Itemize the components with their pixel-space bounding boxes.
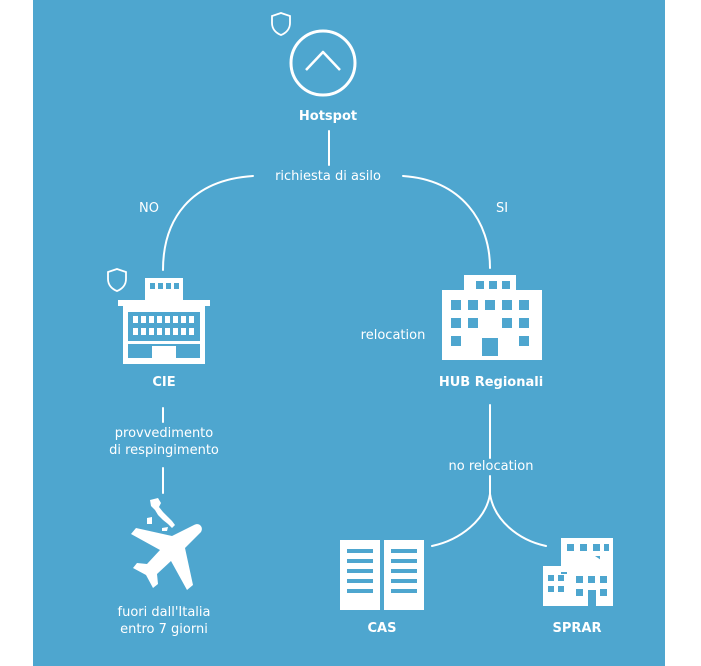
rejection-label-line2: di respingimento <box>109 443 219 458</box>
italy-map-icon <box>147 498 175 531</box>
cas-label: CAS <box>367 621 397 636</box>
connector-no-branch <box>162 175 254 271</box>
cie-label: CIE <box>152 375 176 390</box>
exit-label-line1: fuori dall'Italia <box>117 605 211 620</box>
building-icon <box>118 278 210 364</box>
no-branch-label: NO <box>139 201 159 216</box>
office-tower-icon <box>442 275 542 360</box>
connector-to-cas <box>431 493 491 547</box>
no-relocation-label: no relocation <box>448 459 534 474</box>
hotspot-label: Hotspot <box>298 109 358 124</box>
chevron-up-icon <box>305 50 341 71</box>
si-branch-label: SI <box>495 201 509 216</box>
connector-si-branch <box>402 175 491 269</box>
exit-label-line2: entro 7 giorni <box>120 622 208 637</box>
relocation-label: relocation <box>360 328 426 343</box>
shield-icon <box>107 268 127 292</box>
hub-label: HUB Regionali <box>438 375 544 390</box>
hotspot-circle <box>289 29 357 97</box>
airplane-icon <box>131 524 202 590</box>
shield-icon <box>271 12 291 36</box>
connector-to-sprar <box>489 493 547 547</box>
rejection-label-line1: provvedimento <box>114 426 214 441</box>
sprar-label: SPRAR <box>552 621 602 636</box>
apartment-icon <box>340 540 424 610</box>
houses-icon <box>543 538 613 606</box>
asylum-request-label: richiesta di asilo <box>275 169 381 184</box>
